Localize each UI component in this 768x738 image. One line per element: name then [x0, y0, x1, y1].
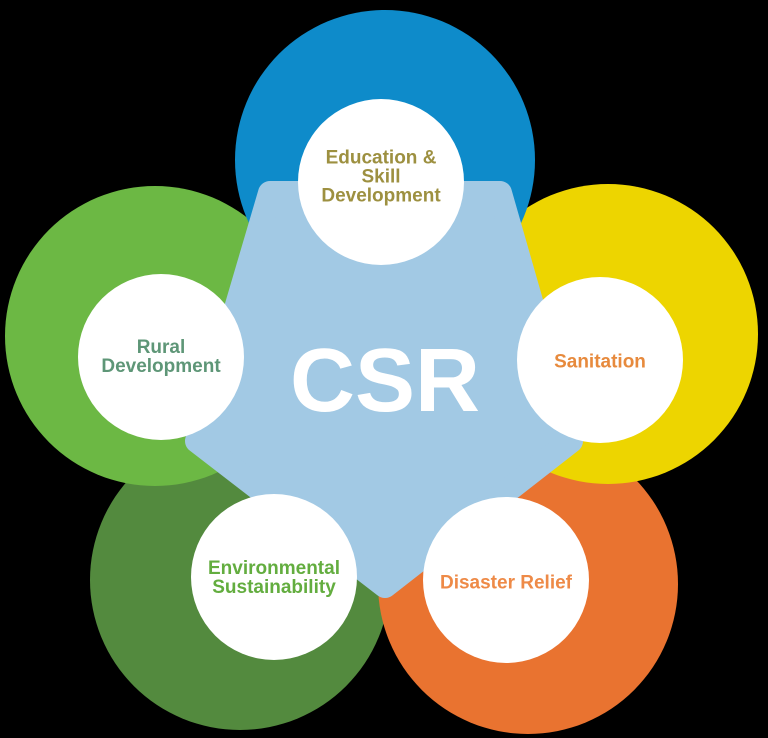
disaster-relief-label: Disaster Relief [439, 572, 572, 594]
sanitation-inner-circle [517, 277, 683, 443]
environmental-inner-circle [191, 494, 357, 660]
environmental-sustainability-label: Environmental Sustainability [208, 558, 340, 598]
sanitation-label: Sanitation [554, 351, 646, 373]
csr-center-label: CSR [289, 331, 481, 431]
disaster-relief-inner-circle [423, 497, 589, 663]
education-inner-circle [298, 99, 464, 265]
education-skill-development-label: Education & Skill Development [321, 147, 441, 207]
rural-development-inner-circle [78, 274, 244, 440]
rural-development-label: Rural Development [101, 337, 221, 377]
